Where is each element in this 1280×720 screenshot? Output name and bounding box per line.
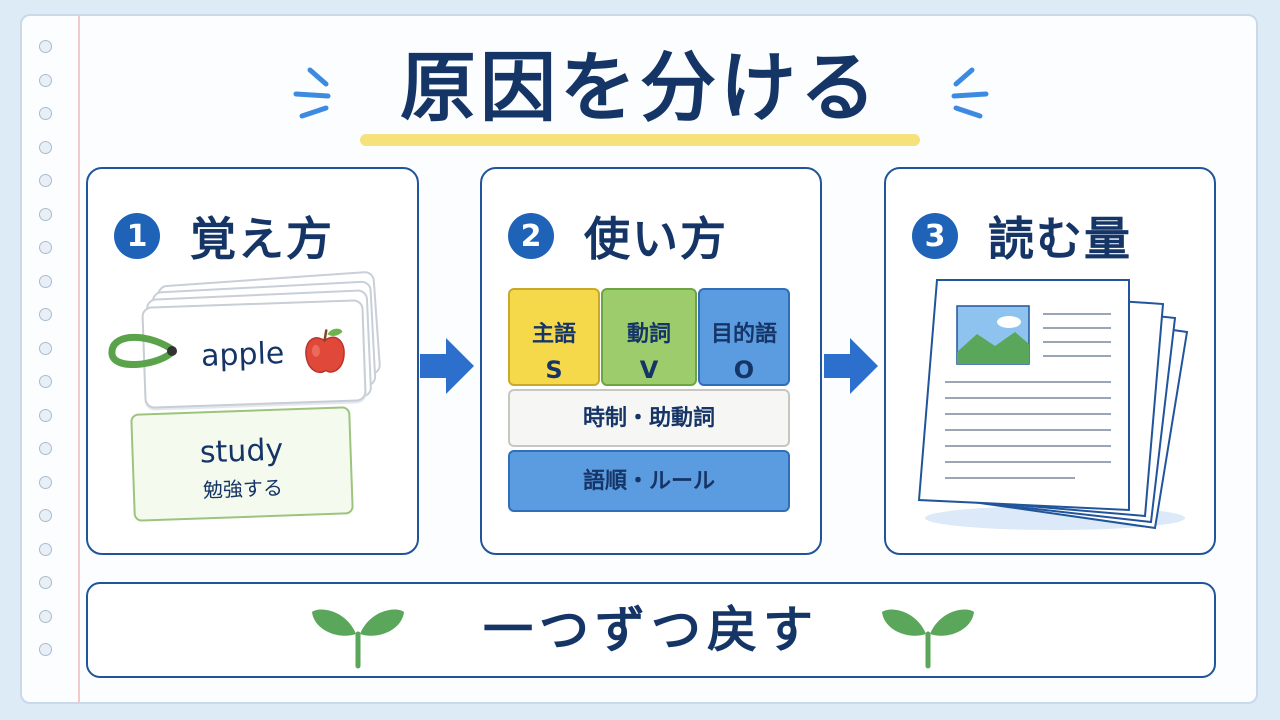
sprout-left-icon xyxy=(312,609,404,669)
binder-hole xyxy=(39,408,52,422)
margin-line xyxy=(78,16,80,704)
binder-hole xyxy=(39,207,52,221)
binder-hole xyxy=(39,375,52,388)
binder-hole xyxy=(39,140,52,154)
block-verb-label: 動詞 xyxy=(626,322,671,347)
panel-title-2: 使い方 xyxy=(584,212,728,266)
binder-hole xyxy=(39,174,52,187)
block-object: 目的語 O xyxy=(698,288,790,386)
sprout-right-icon xyxy=(882,609,974,669)
binder-hole xyxy=(39,341,52,355)
study-word: study xyxy=(199,432,284,471)
emphasis-lines-right-icon xyxy=(951,67,989,119)
binder-hole xyxy=(39,643,52,656)
panel-title-1: 覚え方 xyxy=(190,212,334,266)
binder-hole xyxy=(39,241,52,254)
binder-hole xyxy=(39,609,52,623)
binder-hole xyxy=(39,509,52,522)
arrow-right-icon xyxy=(420,338,474,394)
arrow-right-icon xyxy=(824,338,878,394)
binder-hole xyxy=(39,40,52,53)
block-word-order: 語順・ルール xyxy=(508,450,790,512)
binder-hole xyxy=(39,442,52,455)
flashcard-word: apple xyxy=(200,335,285,374)
block-subject-letter: S xyxy=(545,356,563,384)
emphasis-lines-left-icon xyxy=(293,67,331,119)
binder-ring-icon xyxy=(108,333,177,369)
flashcard-study: study 勉強する xyxy=(130,406,354,522)
step-number-3: 3 xyxy=(912,213,958,259)
binder-hole xyxy=(39,73,52,87)
footer-text: 一つずつ戻す xyxy=(483,601,819,659)
flashcard-apple: apple xyxy=(141,299,367,409)
document-stack-icon xyxy=(917,279,1189,530)
block-subject-label: 主語 xyxy=(531,322,576,347)
study-meaning: 勉強する xyxy=(202,475,284,503)
panel-title-3: 読む量 xyxy=(988,212,1132,266)
apple-icon xyxy=(305,328,345,374)
footer-banner: 一つずつ戻す xyxy=(86,582,1216,678)
block-verb: 動詞 V xyxy=(601,288,697,386)
step-number-2: 2 xyxy=(508,213,554,259)
binder-hole xyxy=(39,308,52,321)
binder-hole xyxy=(39,107,52,120)
block-verb-letter: V xyxy=(639,356,659,384)
block-subject: 主語 S xyxy=(508,288,600,386)
page-title: 原因を分ける xyxy=(400,43,880,132)
block-object-label: 目的語 xyxy=(710,322,777,347)
block-tense: 時制・助動詞 xyxy=(508,389,790,447)
title-highlight xyxy=(360,134,920,146)
step-number-1: 1 xyxy=(114,213,160,259)
block-object-letter: O xyxy=(733,356,755,384)
binder-hole xyxy=(39,542,52,556)
binder-hole xyxy=(39,274,52,288)
binder-hole xyxy=(39,475,52,489)
binder-hole xyxy=(39,576,52,589)
